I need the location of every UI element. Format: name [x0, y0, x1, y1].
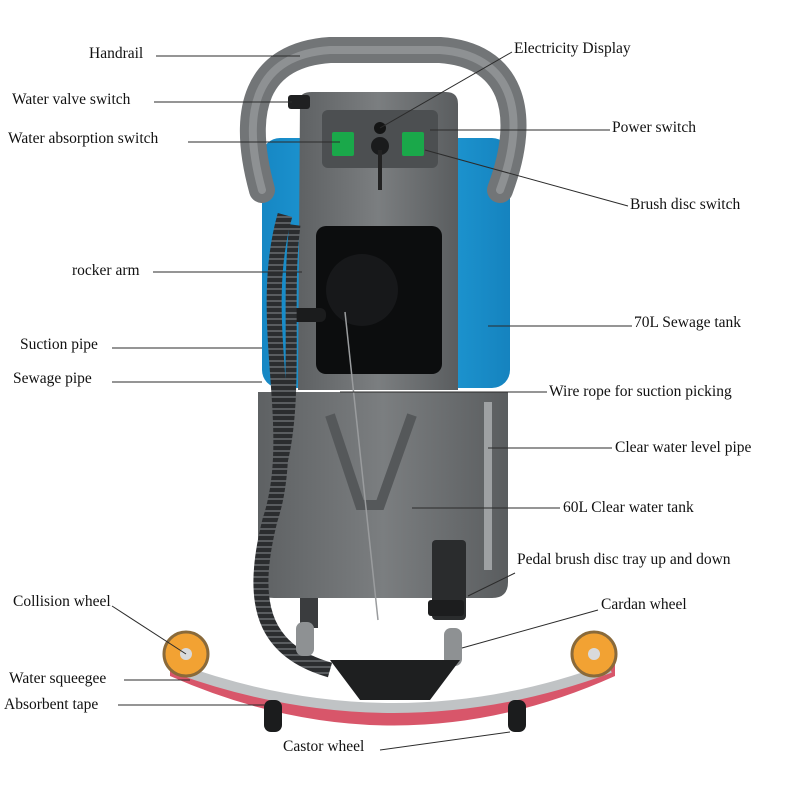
label-collision-wheel: Collision wheel: [13, 593, 111, 611]
clear-water-level-pipe-shape: [484, 402, 492, 570]
label-absorbent-tape: Absorbent tape: [4, 696, 98, 714]
water-absorption-switch-shape: [332, 132, 354, 156]
label-water-squeegee: Water squeegee: [9, 670, 106, 688]
pedal: [428, 600, 464, 616]
electricity-display-shape: [374, 122, 386, 134]
label-pedal-brush-disc: Pedal brush disc tray up and down: [517, 551, 731, 569]
label-rocker-arm: rocker arm: [72, 262, 140, 280]
label-wire-rope: Wire rope for suction picking: [549, 383, 732, 401]
label-power-switch: Power switch: [612, 119, 696, 137]
brush-disc-switch-shape: [402, 132, 424, 156]
label-clear-water-level-pipe: Clear water level pipe: [615, 439, 751, 457]
castor-wheel-right: [508, 700, 526, 732]
label-electricity-display: Electricity Display: [514, 40, 631, 58]
label-water-valve-switch: Water valve switch: [12, 91, 130, 109]
leader-castor-wheel: [380, 732, 510, 750]
castor-wheel-left: [264, 700, 282, 732]
label-sewage-pipe: Sewage pipe: [13, 370, 92, 388]
label-cardan-wheel: Cardan wheel: [601, 596, 687, 614]
label-handrail: Handrail: [89, 45, 143, 63]
leader-collision-wheel: [112, 606, 186, 654]
label-clear-water-tank: 60L Clear water tank: [563, 499, 694, 517]
label-water-absorption-switch: Water absorption switch: [8, 130, 158, 148]
label-suction-pipe: Suction pipe: [20, 336, 98, 354]
label-castor-wheel: Castor wheel: [283, 738, 364, 756]
label-brush-disc-switch: Brush disc switch: [630, 196, 740, 214]
label-sewage-tank: 70L Sewage tank: [634, 314, 741, 332]
